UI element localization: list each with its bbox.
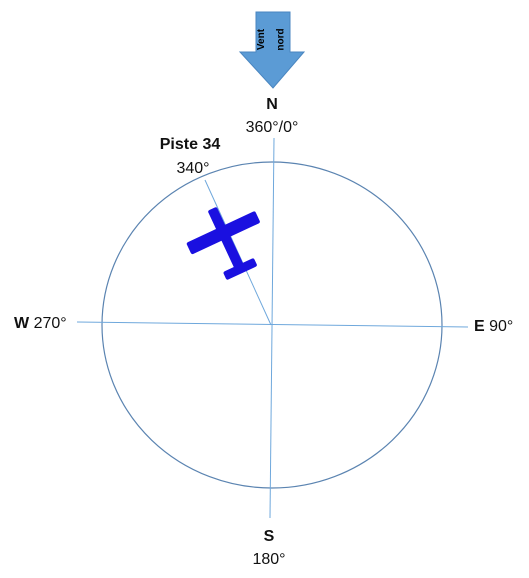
south-letter: S	[263, 528, 275, 545]
north-letter: N	[266, 96, 278, 113]
east-west-axis	[76, 321, 469, 328]
east-letter: E	[474, 318, 485, 335]
north-south-axis	[269, 137, 275, 519]
wind-arrow-icon	[238, 11, 306, 89]
compass-circle	[101, 161, 443, 489]
wind-label: Vent nord	[255, 14, 289, 64]
west-letter: W	[14, 315, 30, 332]
west-heading: 270°	[33, 315, 67, 332]
west-label: W 270°	[14, 315, 67, 333]
south-heading: 180°	[252, 551, 286, 568]
wind-label-line2: nord	[276, 27, 288, 51]
east-heading: 90°	[489, 318, 514, 335]
north-heading: 360°/0°	[245, 119, 299, 136]
airplane-icon	[186, 207, 260, 280]
runway-name: Piste 34	[159, 136, 221, 153]
wind-label-line1: Vent	[256, 28, 268, 50]
east-label: E 90°	[474, 318, 513, 336]
runway-heading: 340°	[176, 160, 210, 177]
